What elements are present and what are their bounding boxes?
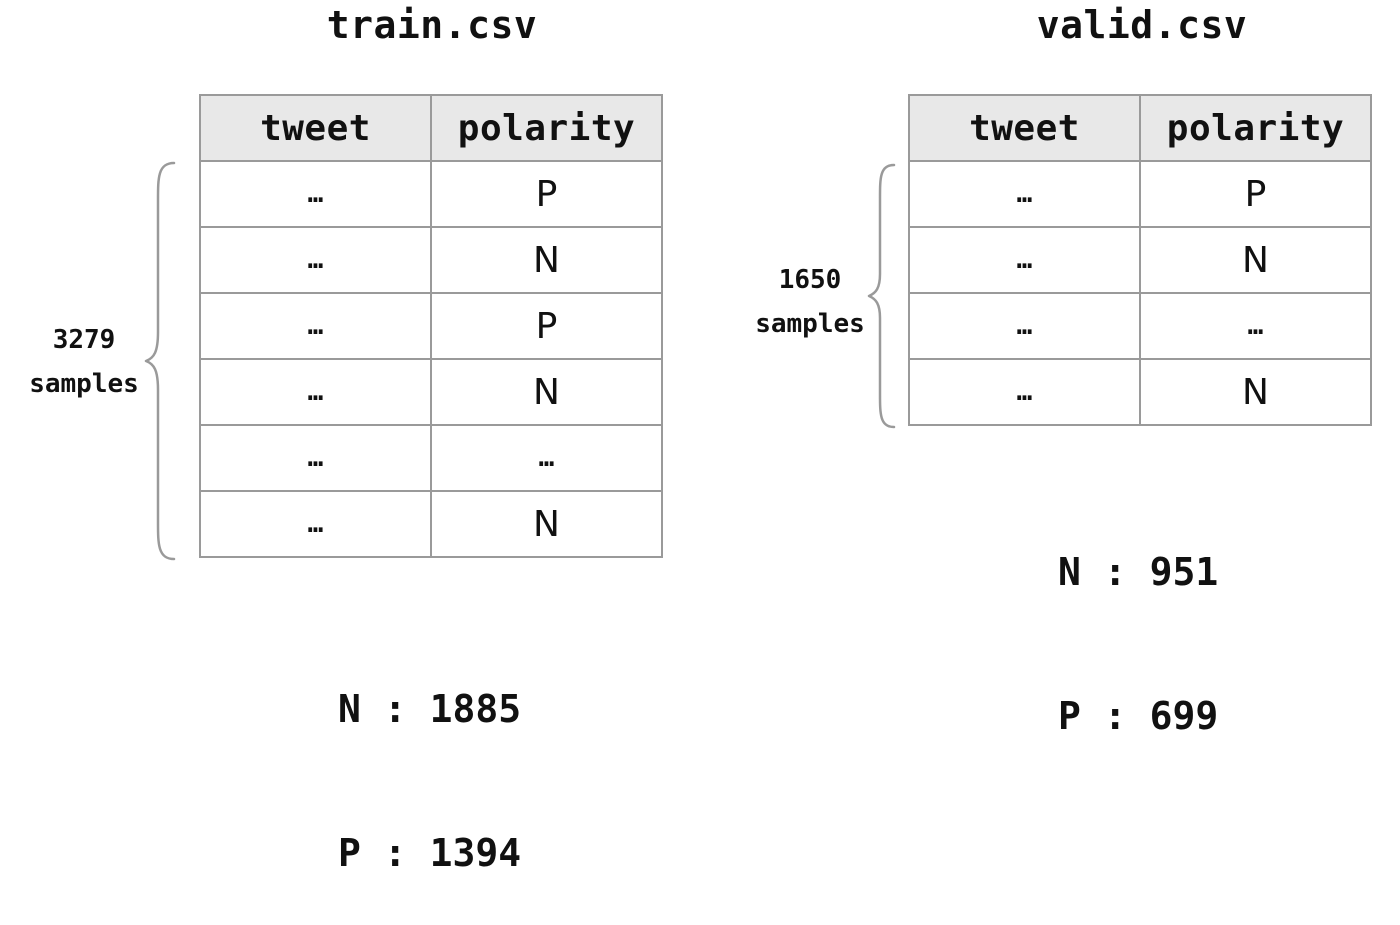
table-row: … P [199,292,663,360]
valid-header-row: tweet polarity [908,94,1372,162]
polarity-cell: N [430,226,663,294]
tweet-cell: … [199,160,432,228]
valid-sample-label: 1650 samples [740,258,880,346]
tweet-cell: … [908,226,1141,294]
valid-title: valid.csv [1036,3,1248,47]
train-header-row: tweet polarity [199,94,663,162]
valid-table: tweet polarity … P … N … … … N [908,94,1372,426]
valid-col-polarity: polarity [1139,94,1372,162]
polarity-cell: P [1139,160,1372,228]
table-row: … N [199,358,663,426]
table-row: … … [908,292,1372,360]
tweet-cell: … [908,160,1141,228]
train-counts: N : 1885 P : 1394 [338,589,521,925]
polarity-cell: P [430,160,663,228]
table-row: … … [199,424,663,492]
valid-sample-word: samples [755,309,865,339]
polarity-cell: N [1139,358,1372,426]
train-sample-count: 3279 [52,325,116,355]
valid-count-p: P : 699 [1058,694,1219,738]
tweet-cell: … [908,358,1141,426]
tweet-cell: … [908,292,1141,360]
polarity-cell: N [430,358,663,426]
train-count-p: P : 1394 [338,831,522,875]
train-col-polarity: polarity [430,94,663,162]
tweet-cell: … [199,490,432,558]
valid-sample-count: 1650 [778,265,842,295]
train-title: train.csv [326,3,538,47]
polarity-cell: … [1139,292,1372,360]
polarity-cell: P [430,292,663,360]
table-row: … N [199,490,663,558]
train-count-n: N : 1885 [338,687,522,731]
train-brace-icon [144,161,176,561]
tweet-cell: … [199,226,432,294]
train-col-tweet: tweet [199,94,432,162]
train-table: tweet polarity … P … N … P … N … … … N [199,94,663,558]
polarity-cell: … [430,424,663,492]
polarity-cell: N [430,490,663,558]
table-row: … N [199,226,663,294]
table-row: … P [199,160,663,228]
table-row: … P [908,160,1372,228]
tweet-cell: … [199,292,432,360]
table-row: … N [908,226,1372,294]
tweet-cell: … [199,424,432,492]
polarity-cell: N [1139,226,1372,294]
valid-count-n: N : 951 [1058,550,1219,594]
valid-counts: N : 951 P : 699 [1058,452,1218,788]
table-row: … N [908,358,1372,426]
valid-col-tweet: tweet [908,94,1141,162]
valid-brace-icon [867,163,896,429]
train-sample-label: 3279 samples [14,318,154,406]
tweet-cell: … [199,358,432,426]
train-sample-word: samples [29,369,139,399]
